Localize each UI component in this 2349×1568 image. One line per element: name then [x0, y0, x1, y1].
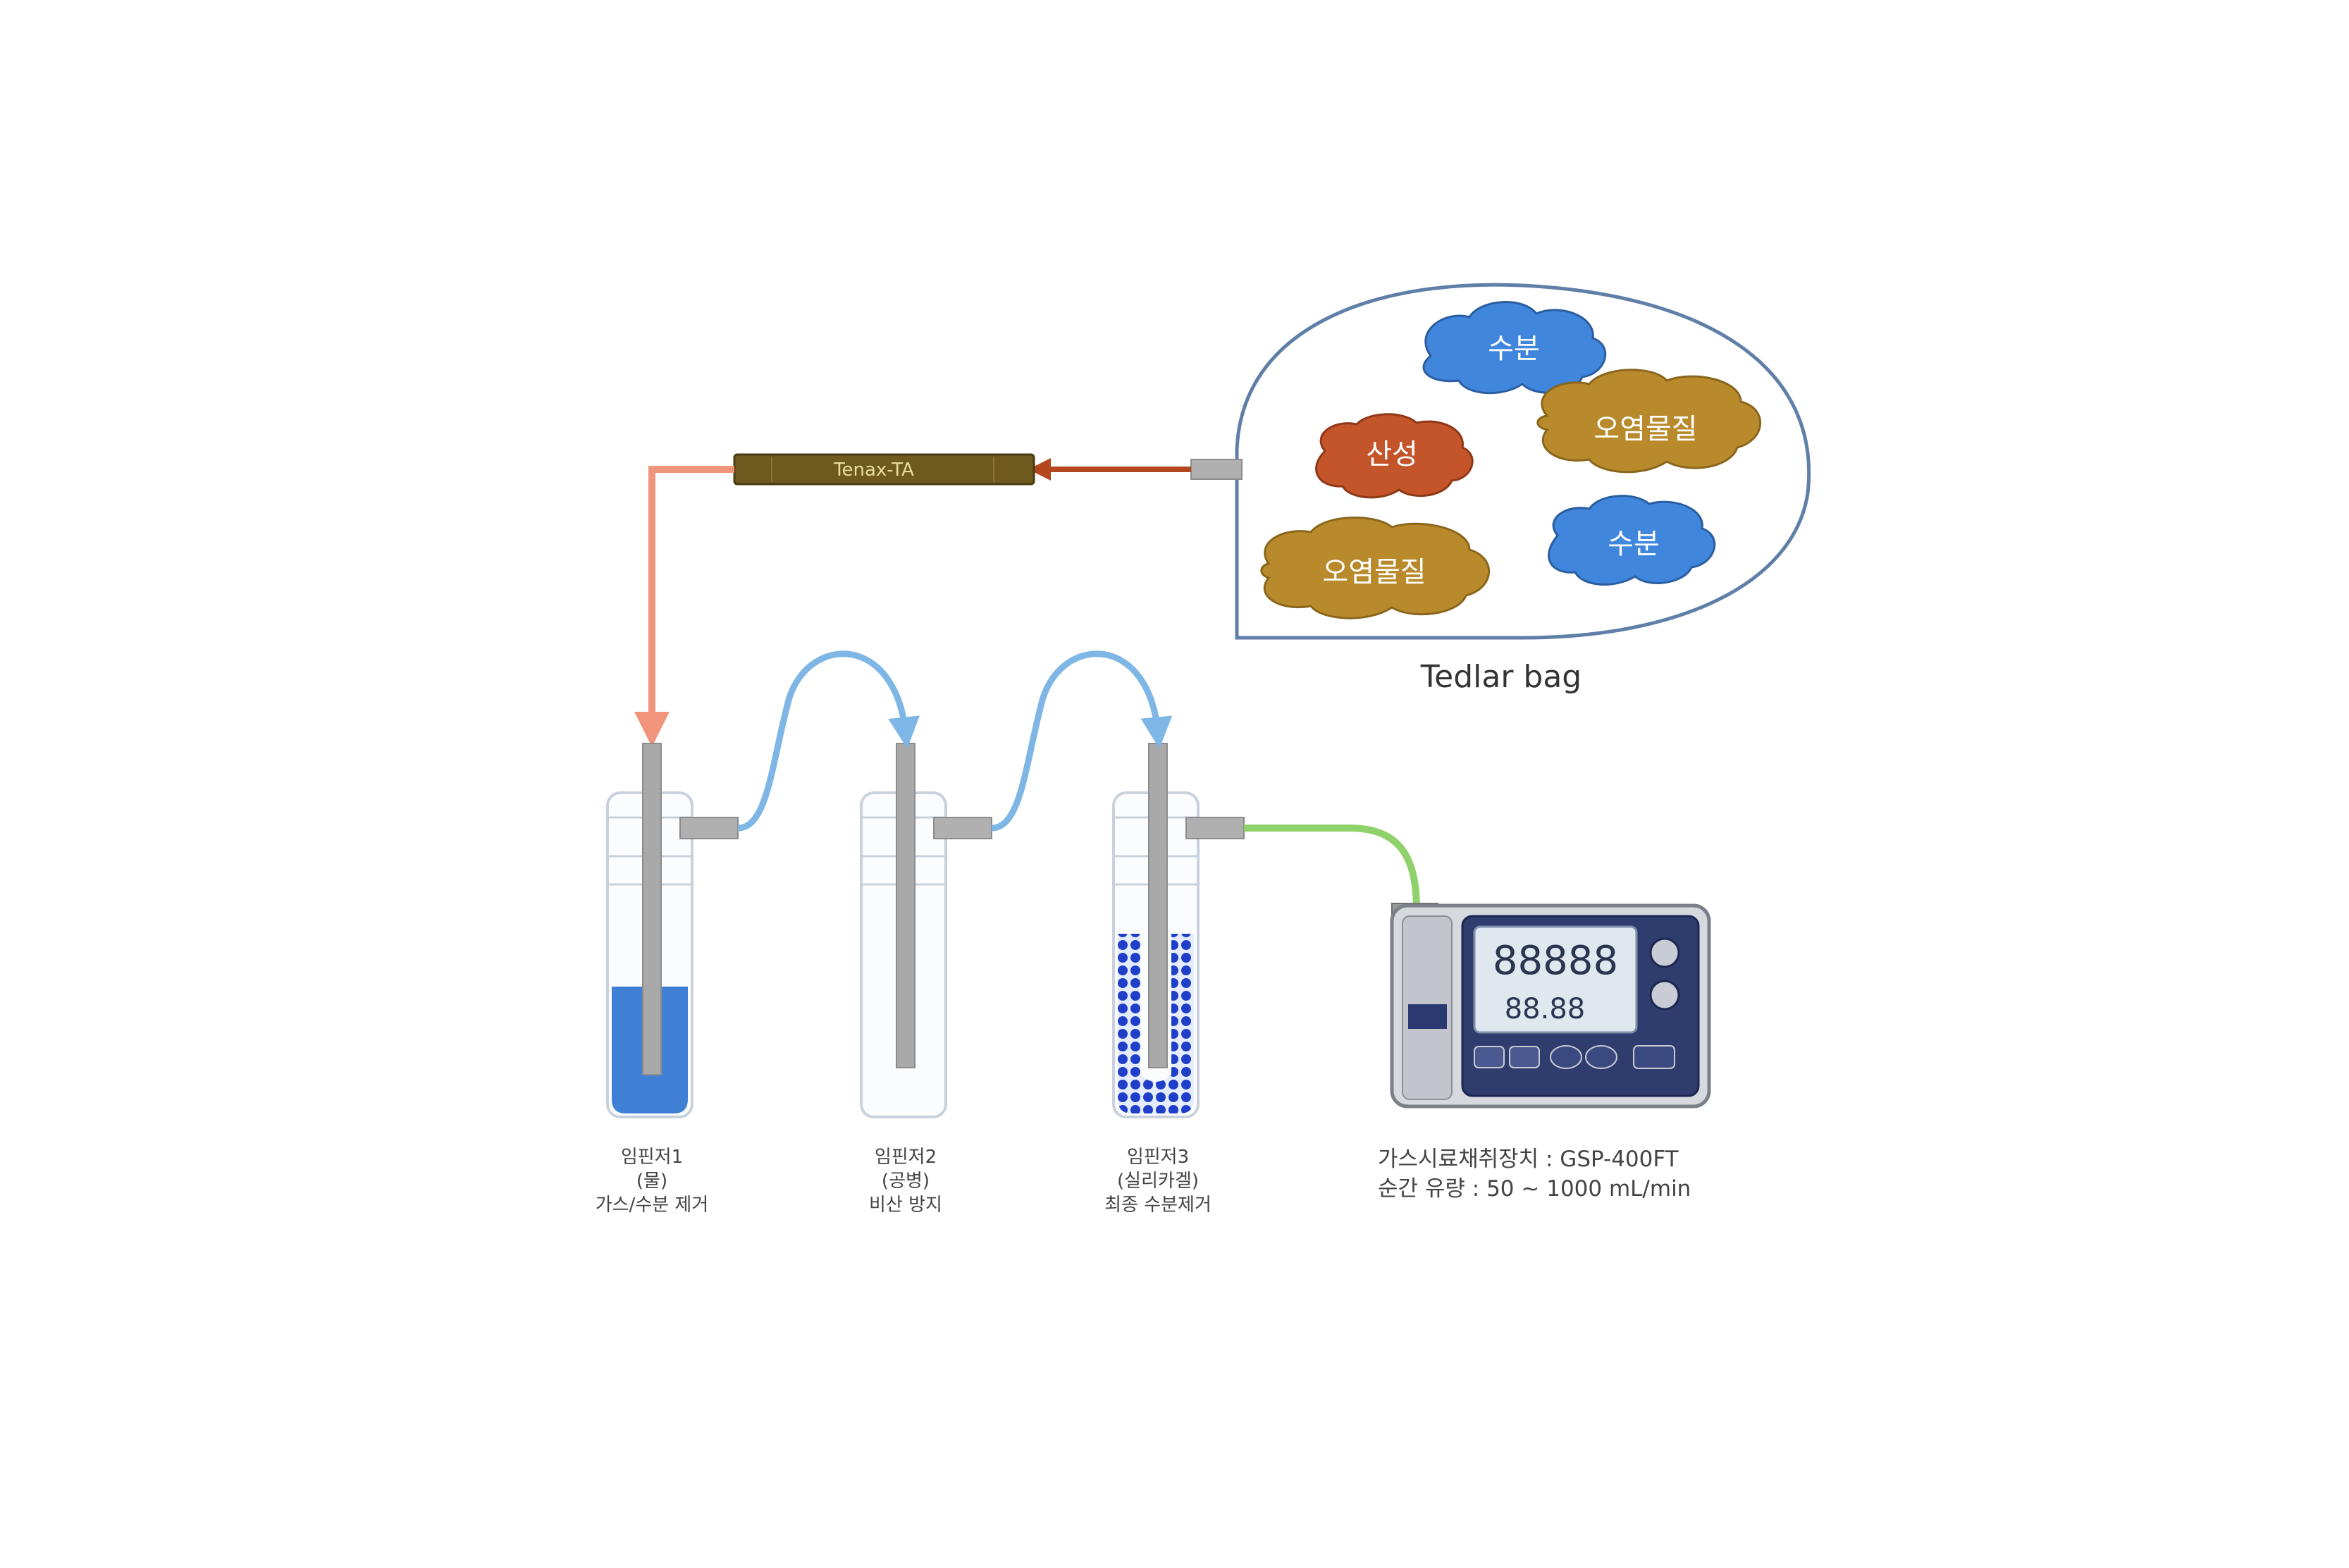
impinger-2-caption-line-2: (공병) [882, 1171, 930, 1192]
cloud-label: 오염물질 [1593, 413, 1697, 445]
pump-knob-bottom [1649, 980, 1680, 1011]
impinger-2-outlet [933, 817, 992, 839]
pump-button [1585, 1045, 1617, 1069]
cloud-label: 수분 [1608, 528, 1660, 560]
impinger-1-caption-line-1: 임핀저1 [621, 1147, 683, 1168]
tenax-filter: Tenax-TA [733, 453, 1035, 486]
impinger-1-outlet [679, 817, 739, 839]
pump-button [1509, 1046, 1540, 1068]
impinger-1 [606, 743, 739, 1118]
impinger-3-caption-line-1: 임핀저3 [1127, 1147, 1189, 1168]
impinger-2 [860, 743, 992, 1118]
cloud-label: 오염물질 [1322, 556, 1426, 588]
tenax-filter-label: Tenax-TA [833, 459, 914, 481]
inlet-line [634, 466, 734, 747]
impinger-3-outlet [1185, 817, 1245, 839]
cloud-moisture-bottom [1548, 495, 1716, 586]
transfer-line-1 [737, 650, 920, 832]
transfer-line-2 [991, 650, 1173, 832]
pump-caption-line-2: 순간 유량 : 50 ~ 1000 mL/min [1378, 1176, 1691, 1202]
pump-caption-line-1: 가스시료채취장치 : GSP-400FT [1378, 1147, 1679, 1172]
impinger-2-caption-line-3: 비산 방지 [869, 1194, 942, 1216]
cloud-label: 수분 [1488, 333, 1540, 365]
pump-display-main: 88888 [1493, 938, 1618, 984]
pump-display-sub: 88.88 [1505, 993, 1586, 1025]
pump-button [1474, 1046, 1505, 1068]
bag-outlet-fitting [1190, 459, 1243, 480]
impinger-3 [1112, 743, 1245, 1118]
gas-sampling-pump: 88888 88.88 [1390, 903, 1711, 1109]
cloud-pollutant-left [1260, 517, 1490, 619]
impinger-1-caption-line-3: 가스/수분 제거 [596, 1194, 709, 1216]
impinger-1-caption-line-2: (물) [636, 1171, 667, 1192]
outlet-line [1244, 825, 1420, 910]
pump-button [1633, 1045, 1675, 1069]
pump-button [1550, 1045, 1582, 1069]
pump-knob-top [1649, 937, 1680, 968]
cloud-moisture-top [1422, 301, 1607, 395]
tedlar-bag-label: Tedlar bag [1420, 659, 1582, 695]
impinger-1-caption: 임핀저1 (물) 가스/수분 제거 [596, 1147, 709, 1216]
cloud-pollutant-right [1536, 369, 1761, 474]
impinger-3-caption-line-2: (실리카겔) [1117, 1171, 1199, 1192]
impinger-3-caption-line-3: 최종 수분제거 [1104, 1194, 1212, 1216]
impinger-2-caption-line-1: 임핀저2 [875, 1147, 937, 1168]
cloud-acid [1315, 413, 1474, 499]
cloud-label: 산성 [1366, 438, 1418, 471]
impinger-2-caption: 임핀저2 (공병) 비산 방지 [869, 1147, 942, 1216]
impinger-3-caption: 임핀저3 (실리카겔) 최종 수분제거 [1104, 1147, 1212, 1216]
pump-caption: 가스시료채취장치 : GSP-400FT 순간 유량 : 50 ~ 1000 m… [1378, 1147, 1691, 1202]
tedlar-bag: 수분 오염물질 산성 오염물질 수분 Tedlar bag [1235, 283, 1811, 695]
